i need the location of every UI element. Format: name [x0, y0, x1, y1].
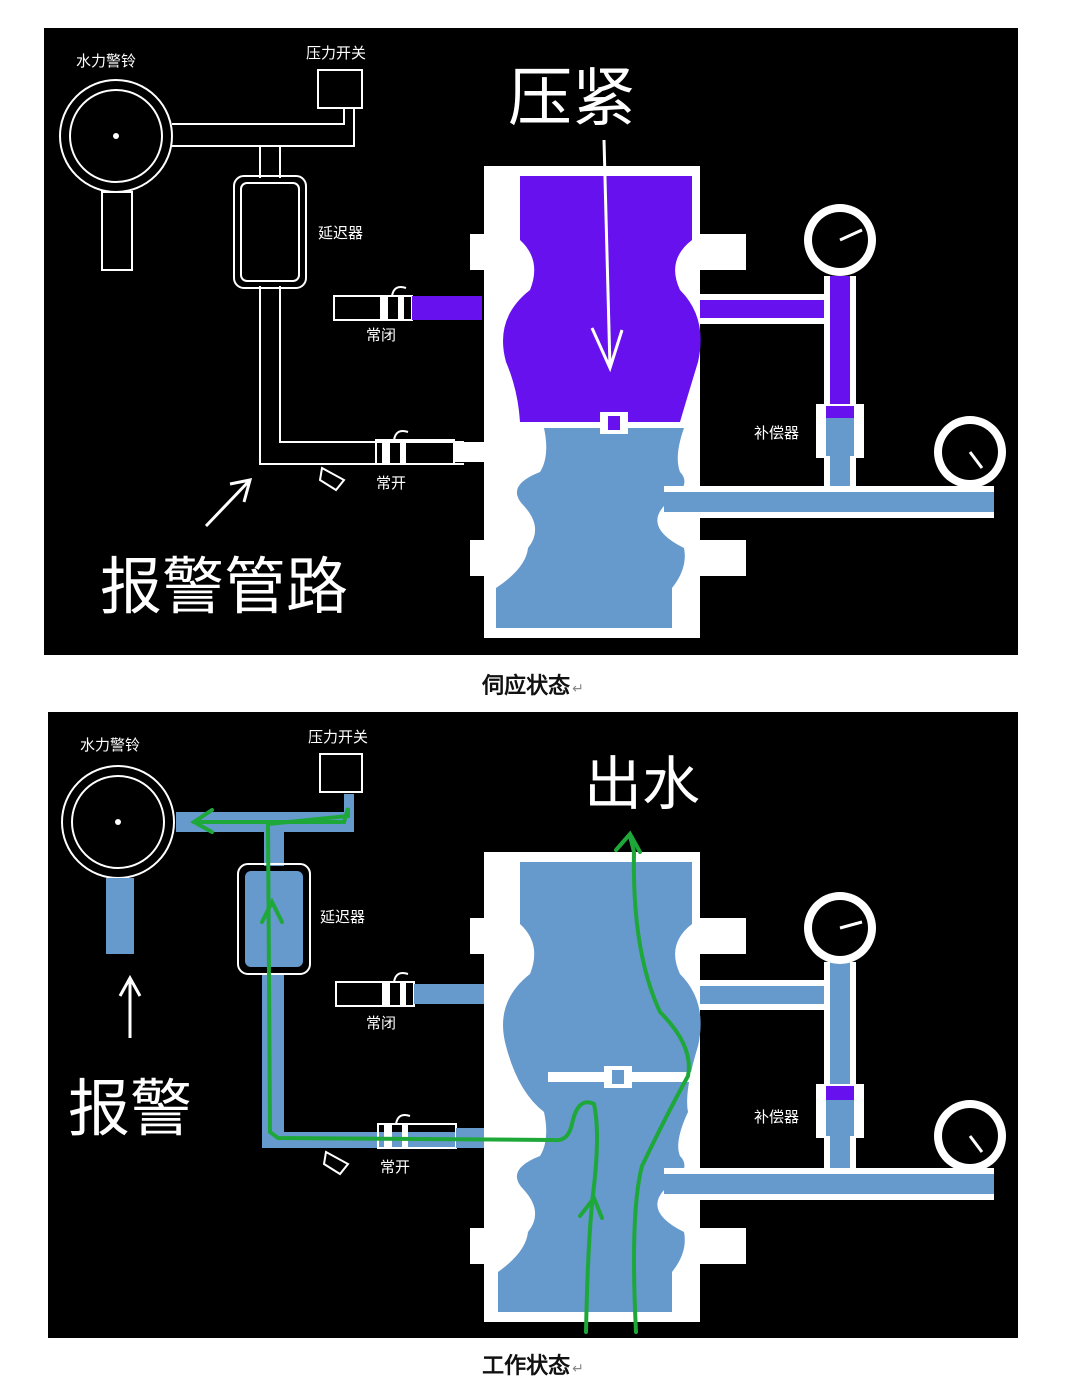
working-caption-text: 工作状态: [482, 1354, 571, 1379]
normally-closed-valve-icon: [335, 972, 415, 1007]
alarm-pipe: [176, 794, 468, 1148]
alarm-valve-body: [470, 166, 746, 638]
delay-device-icon: [237, 863, 311, 975]
standby-diagram-svg: 水力警铃 压力开关 延迟器 常闭 常开 补偿器 压紧 报警管路: [59, 44, 1006, 638]
delay-device-icon: [233, 175, 307, 289]
pressure-switch-icon: [319, 753, 363, 793]
standby-caption: 伺应状态↵: [0, 668, 1066, 700]
lower-water-pipe: [664, 1136, 994, 1200]
water-chamber: [496, 428, 685, 628]
outlet-arrowhead-icon: [614, 830, 642, 854]
alarm-pipe: [172, 108, 464, 465]
alarm-flow-path: [552, 1100, 599, 1334]
normally-closed-valve-icon: [333, 286, 413, 321]
alarm-bell-icon: [61, 765, 175, 954]
alarm-flow-arrowhead-icon: [190, 808, 214, 834]
upper-pressure-pipe: [700, 962, 856, 1086]
alarm-pipe-handwriting: 报警管路: [100, 550, 348, 623]
compensator-label: 补偿器: [754, 1108, 799, 1126]
working-diagram: 水力警铃 压力开关 延迟器 常闭 常开 补偿器 出水 报警: [48, 712, 1018, 1338]
alarm-handwriting: 报警: [68, 1072, 192, 1145]
press-handwriting: 压紧: [508, 62, 636, 136]
standby-diagram: 水力警铃 压力开关 延迟器 常闭 常开 补偿器 压紧 报警管路: [44, 28, 1018, 655]
return-mark-icon: ↵: [572, 1361, 584, 1377]
standby-caption-text: 伺应状态: [482, 674, 571, 699]
drain-nozzle-icon: [322, 1150, 350, 1176]
alarm-pipe-arrow-icon: [204, 478, 253, 528]
normally-open-label: 常开: [376, 474, 406, 492]
delay-label: 延迟器: [320, 908, 365, 926]
working-caption: 工作状态↵: [0, 1348, 1066, 1380]
compensator-label: 补偿器: [754, 424, 799, 442]
drain-nozzle-icon: [318, 466, 346, 492]
compensator-icon: [816, 404, 864, 458]
upper-pressure-gauge-icon: [804, 204, 876, 276]
alarm-bell-label: 水力警铃: [76, 52, 136, 70]
alarm-branch-path: [192, 807, 554, 1142]
inlet-arrowhead-icon: [578, 1194, 604, 1220]
press-arrow-icon: [590, 139, 624, 373]
pressure-switch-label: 压力开关: [306, 44, 366, 62]
working-diagram-svg: 水力警铃 压力开关 延迟器 常闭 常开 补偿器 出水 报警: [61, 728, 1006, 1334]
upper-pressure-gauge-icon: [804, 892, 876, 964]
lower-pressure-gauge-icon: [934, 1100, 1006, 1172]
pressure-switch-icon: [317, 69, 363, 109]
water-out-handwriting: 出水: [584, 750, 700, 818]
outlet-flow-path: [628, 834, 691, 1334]
alarm-bell-label: 水力警铃: [80, 736, 140, 754]
water-chamber: [498, 862, 701, 1312]
upper-pressure-pipe: [700, 276, 856, 406]
normally-closed-label: 常闭: [366, 1014, 396, 1032]
alarm-valve-body: [470, 852, 746, 1322]
compensator-icon: [816, 1084, 864, 1138]
return-mark-icon: ↵: [572, 681, 584, 697]
normally-closed-label: 常闭: [366, 326, 396, 344]
delay-label: 延迟器: [318, 224, 363, 242]
pressure-chamber: [503, 176, 701, 422]
lower-pressure-gauge-icon: [934, 416, 1006, 488]
normally-open-valve-icon: [375, 430, 455, 465]
lower-water-pipe: [664, 456, 994, 518]
pressure-switch-label: 压力开关: [308, 728, 368, 746]
alarm-arrow-icon: [118, 974, 142, 1038]
delay-arrowhead-icon: [260, 897, 284, 924]
normally-open-label: 常开: [380, 1158, 410, 1176]
alarm-bell-icon: [59, 79, 173, 271]
water-flow-arrows: [190, 807, 691, 1334]
